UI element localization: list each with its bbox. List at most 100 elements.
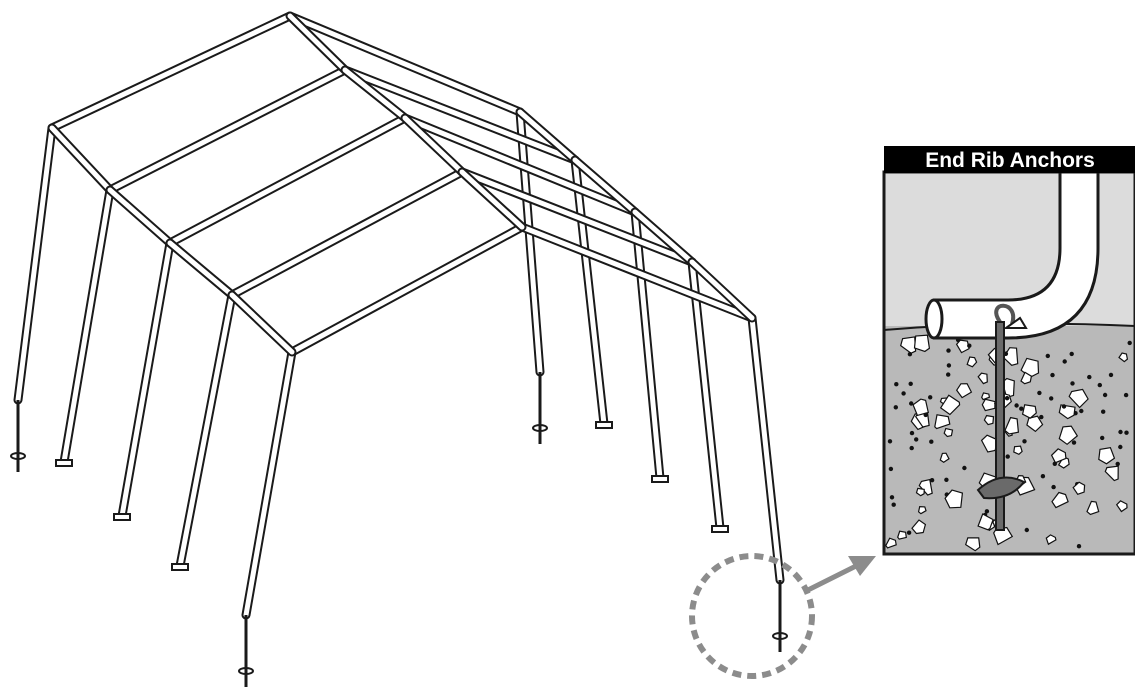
purlin-right-eave-4-fill (689, 259, 755, 321)
foot-plate-icon (55, 459, 73, 467)
gravel-dot (906, 530, 912, 535)
gravel-dot (1079, 408, 1084, 414)
gravel-stone (918, 478, 933, 496)
gravel-stone (1051, 491, 1069, 509)
gravel-dot (1087, 374, 1092, 380)
ground-anchor-icon (772, 580, 788, 652)
gravel-dot (1049, 396, 1054, 401)
gravel-stone (1020, 371, 1033, 385)
purlin-ridge-1-fill (287, 13, 348, 73)
callout-circle-icon (689, 553, 815, 679)
ground-anchors (10, 372, 788, 687)
gravel-dot (1124, 430, 1129, 435)
gravel-stone (964, 537, 981, 552)
gravel-dot (914, 437, 919, 442)
gravel-stone (1058, 425, 1079, 446)
gravel-dot (946, 363, 952, 368)
gravel-dot (984, 509, 990, 514)
gravel-dot (1076, 544, 1082, 549)
foot-plates (55, 421, 729, 571)
gravel-stone (1045, 534, 1057, 546)
gravel-dot (946, 372, 951, 377)
gravel-stone (917, 505, 927, 515)
gravel-dot (1051, 484, 1056, 490)
gravel-dot (1022, 439, 1027, 444)
gravel-dot (1102, 392, 1108, 398)
gravel-dot (928, 395, 933, 400)
gravel-stone (1050, 448, 1067, 464)
gravel-stone (977, 513, 994, 531)
gravel-dot (901, 391, 906, 396)
gravel-dot (1014, 403, 1019, 408)
callout-arrow-icon (804, 556, 876, 594)
gravel-dot (893, 405, 898, 410)
gravel-dot (1040, 474, 1046, 479)
gravel-stone (915, 487, 925, 497)
foot-plate-icon (711, 525, 729, 533)
foot-plate-icon (171, 563, 189, 571)
gravel-stone (1068, 388, 1089, 409)
gravel-dot (1071, 440, 1077, 445)
gravel-dot (1019, 406, 1024, 411)
gravel-stone (1104, 465, 1119, 482)
ground-anchor-icon (976, 303, 1028, 531)
inset-panel: End Rib Anchors (882, 146, 1135, 556)
gravel-dot (909, 430, 915, 436)
gravel-stone (1098, 447, 1116, 465)
rib-5-fill (243, 224, 783, 618)
gravel-dot (1005, 454, 1010, 459)
gravel-stone (1086, 500, 1100, 516)
gravel-dot (923, 412, 928, 418)
gravel-dot (1127, 340, 1132, 346)
gravel-dot (1050, 372, 1055, 378)
gravel-dot (1101, 409, 1106, 414)
gravel-dot (1061, 404, 1067, 409)
gravel-dot (909, 401, 914, 406)
gravel-stone (1004, 416, 1020, 435)
gravel-stone (1072, 481, 1086, 496)
purlin-right-eave-2-fill (572, 157, 638, 215)
gravel-dot (1039, 414, 1044, 420)
gravel-stone (977, 372, 988, 385)
gravel-dot (967, 343, 972, 348)
gravel-dot (1045, 353, 1051, 359)
gravel-dot (1100, 435, 1105, 441)
foot-plate-icon (113, 513, 131, 521)
gravel-stone (913, 334, 931, 353)
purlin-ridge-2-fill (342, 67, 408, 121)
gravel-dot (1070, 381, 1075, 386)
gravel-dot (1062, 359, 1067, 364)
gravel-stone (934, 414, 951, 430)
gravel-stone (944, 489, 964, 509)
gravel-stone (955, 383, 973, 399)
purlin-right-eave-1-fill (517, 109, 578, 163)
gravel-stone (897, 530, 907, 540)
purlin-ridge-3-fill (402, 115, 465, 175)
gravel-dot (1123, 392, 1129, 398)
gravel-dot (889, 495, 895, 500)
gravel-dot (1115, 461, 1120, 467)
gravel-stone (1026, 415, 1044, 433)
purlin-left-eave-3-fill (167, 240, 235, 298)
purlin-left-eave-4-fill (229, 292, 295, 355)
inset-title: End Rib Anchors (925, 149, 1095, 172)
gravel-dot (946, 348, 951, 353)
inset-title-bar (884, 146, 1135, 173)
gravel-dot (888, 466, 894, 472)
gravel-stone (1021, 404, 1037, 419)
gravel-dot (908, 381, 913, 386)
ground-anchor-icon (10, 400, 26, 472)
gravel-dot (944, 477, 949, 482)
gravel-dot (1118, 429, 1123, 435)
gravel-stone (1013, 445, 1023, 456)
rib-5 (241, 222, 785, 620)
gravel-dot (909, 445, 914, 451)
gravel-stone (911, 519, 927, 535)
gravel-stone (981, 392, 991, 401)
purlin-right-eave-3-fill (632, 209, 695, 265)
gravel-stone (943, 427, 954, 438)
gravel-stone (1115, 500, 1128, 513)
gravel-dot (1097, 382, 1103, 388)
gravel-dot (887, 439, 893, 444)
gravel-stone (939, 452, 950, 464)
